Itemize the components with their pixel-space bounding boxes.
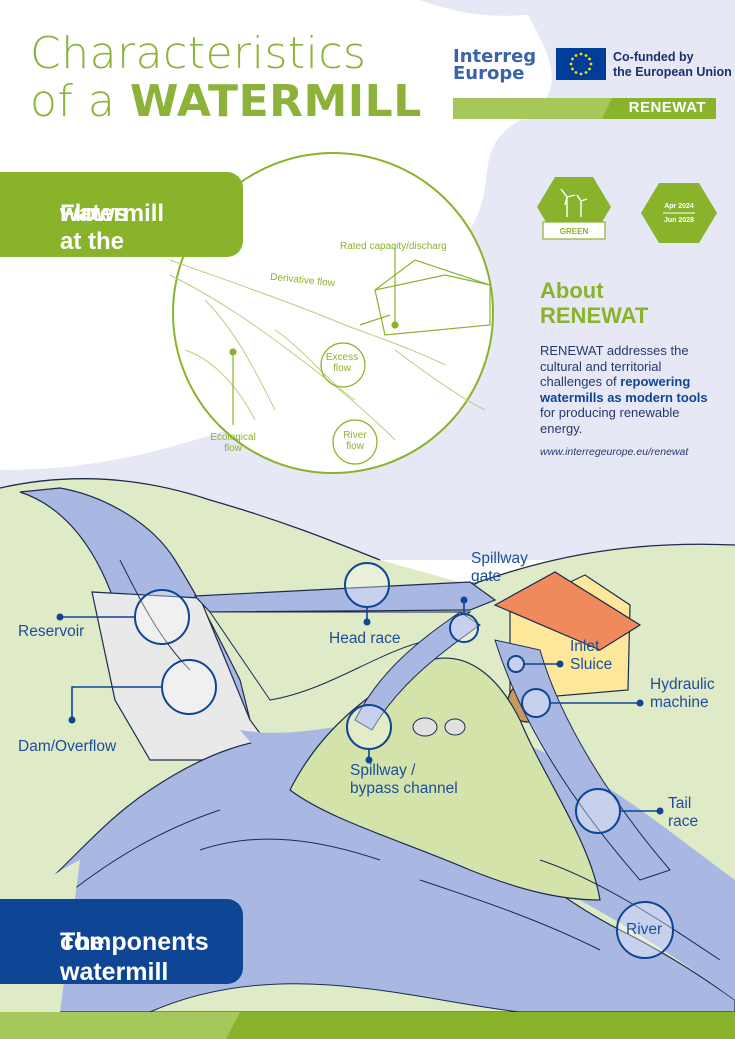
- page-title: Characteristics of a WATERMILL: [30, 28, 422, 127]
- rated-capacity-label: Rated capacity/discharg: [340, 241, 447, 252]
- reservoir-label: Reservoir: [18, 623, 85, 640]
- about-heading: About RENEWAT: [540, 278, 649, 328]
- head-race-marker: [344, 562, 390, 608]
- eu-flag-icon: [556, 48, 606, 80]
- green-badge-label: GREEN: [560, 227, 589, 236]
- rock: [444, 718, 466, 736]
- spillway-channel: [354, 611, 481, 731]
- river-flow-marker: [332, 419, 378, 465]
- rock: [412, 717, 438, 737]
- tail-race-channel: [494, 639, 671, 881]
- river-marker: [616, 901, 674, 959]
- spillway-channel-marker: [346, 704, 392, 750]
- cofunded-text: Co-funded by the European Union: [613, 50, 732, 79]
- dam-marker: [161, 659, 217, 715]
- end-date: Jun 2028: [664, 217, 694, 224]
- head-race-channel: [193, 581, 497, 613]
- spillway-gate-marker: [449, 613, 479, 643]
- hydraulic-machine-marker: [521, 688, 551, 718]
- project-url: www.interregeurope.eu/renewat: [540, 446, 689, 458]
- inlet-sluice-marker: [507, 655, 525, 673]
- tail-race-marker: [575, 788, 621, 834]
- wind-turbine-icon: [560, 188, 588, 217]
- footer-bar: [0, 1012, 735, 1039]
- head-race-label: Head race: [329, 630, 401, 647]
- excess-flow-marker: [320, 342, 366, 388]
- start-date: Apr 2024: [664, 203, 694, 210]
- river-label: River: [626, 921, 663, 938]
- interreg-logo: Interreg Europe: [453, 46, 537, 84]
- about-text: RENEWAT addresses the cultural and terri…: [540, 343, 708, 436]
- mill-roof: [493, 571, 642, 651]
- green-badge: GREEN: [537, 177, 611, 240]
- dam-overflow-label: Dam/Overflow: [18, 738, 117, 755]
- flows-diagram: [169, 152, 494, 474]
- reservoir-marker: [134, 589, 190, 645]
- sky-shape: [0, 0, 735, 560]
- project-name: RENEWAT: [628, 99, 706, 116]
- date-badge: Apr 2024 Jun 2028: [641, 183, 717, 243]
- project-bar: RENEWAT: [453, 98, 716, 119]
- spillway-bypass-label: Spillway /bypass channel: [350, 762, 458, 797]
